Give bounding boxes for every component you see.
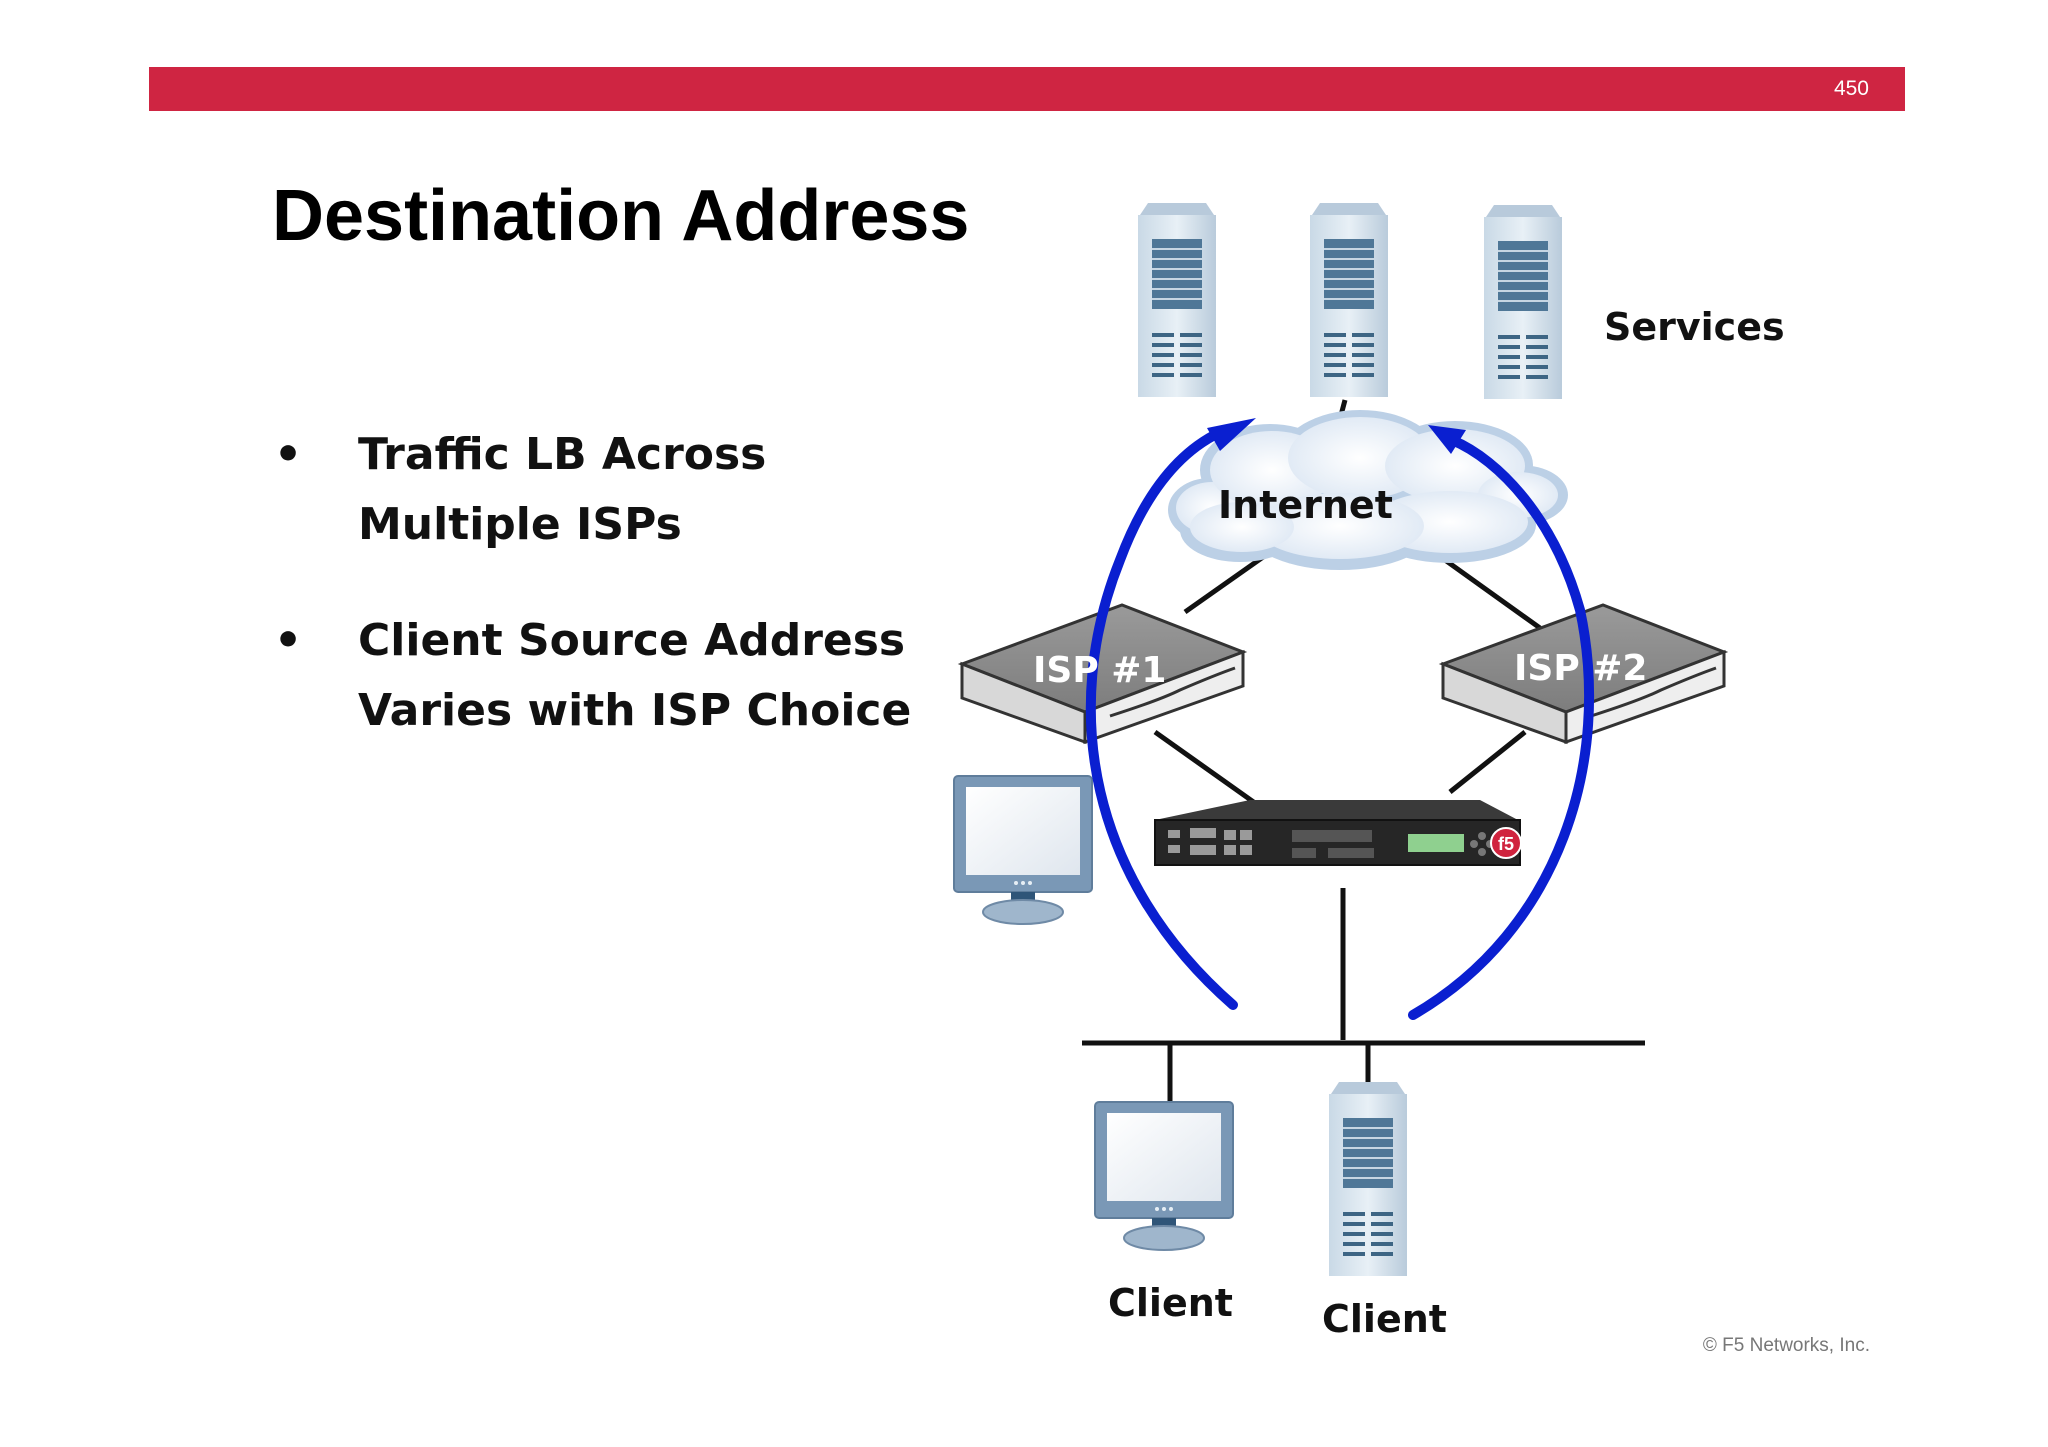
bullet-dot-icon: • (274, 615, 303, 666)
client-label: Client (1108, 1281, 1233, 1325)
bullet-item: • Client Source Address Varies with ISP … (270, 606, 950, 746)
cloud-icon (1168, 410, 1568, 570)
bullet-line: Varies with ISP Choice (358, 685, 912, 736)
bullet-line: Traffic LB Across (358, 429, 767, 480)
slide-title: Destination Address (272, 176, 970, 256)
traffic-arrow-isp1 (1085, 425, 1238, 1010)
server-icon (1483, 204, 1563, 400)
page-number: 450 (1833, 77, 1869, 100)
f5-logo: f5 (1498, 834, 1514, 854)
client-label: Client (1322, 1297, 1447, 1341)
monitor-icon (953, 775, 1093, 925)
isp2-label: ISP #2 (1514, 648, 1647, 689)
bullet-line: Client Source Address (358, 615, 906, 666)
bullet-list: • Traffic LB Across Multiple ISPs • Clie… (270, 420, 950, 792)
traffic-arrow-isp2 (1408, 435, 1595, 1020)
server-icon (1309, 202, 1389, 398)
arrowhead-icon (1207, 418, 1256, 451)
bullet-dot-icon: • (274, 429, 303, 480)
header-bar: 450 (149, 67, 1905, 111)
load-balancer-icon: f5 (1154, 800, 1522, 866)
bullet-line: Multiple ISPs (358, 499, 682, 550)
monitor-icon (1094, 1101, 1234, 1251)
copyright-notice: © F5 Networks, Inc. (1702, 1335, 1870, 1356)
bullet-item: • Traffic LB Across Multiple ISPs (270, 420, 950, 560)
internet-label: Internet (1218, 483, 1393, 527)
arrowhead-icon (1428, 425, 1466, 454)
router-icon (957, 603, 1248, 745)
server-icon (1328, 1081, 1408, 1277)
traffic-arrows (1085, 425, 1595, 1020)
services-label: Services (1604, 305, 1785, 349)
isp1-label: ISP #1 (1033, 650, 1166, 691)
server-icon (1137, 202, 1217, 398)
